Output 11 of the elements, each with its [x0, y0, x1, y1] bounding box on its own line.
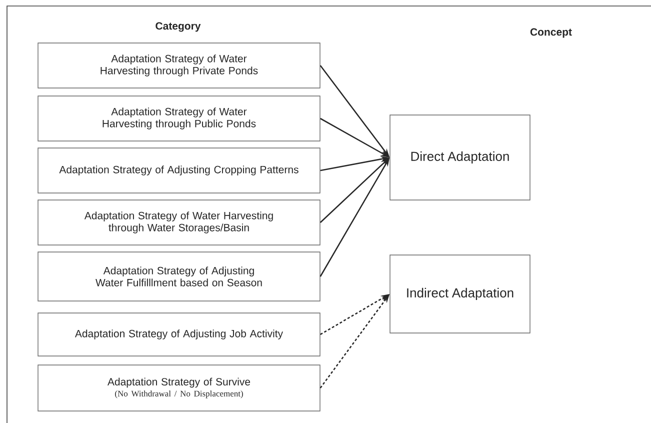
- category-box: Adaptation Strategy of Adjusting Cropping Patterns: [38, 148, 320, 194]
- category-box: Adaptation Strategy of Water Harvesting through Public Ponds: [38, 96, 320, 142]
- concept-box: Indirect Adaptation: [390, 254, 530, 334]
- category-box: Adaptation Strategy of Survive (No Withdrawal / No Displacement): [38, 364, 320, 412]
- column-heading: Concept: [530, 28, 572, 38]
- concept-box: Direct Adaptation: [390, 114, 530, 200]
- column-heading: Category: [156, 22, 201, 32]
- category-box: Adaptation Strategy of Adjusting Job Activity: [38, 312, 320, 356]
- category-box: Adaptation Strategy of Adjusting Water Fulfilllment based on Season: [38, 252, 320, 302]
- category-box: Adaptation Strategy of Water Harvesting through Water Storages/Basin: [38, 200, 320, 246]
- category-box: Adaptation Strategy of Water Harvesting through Private Ponds: [38, 42, 320, 88]
